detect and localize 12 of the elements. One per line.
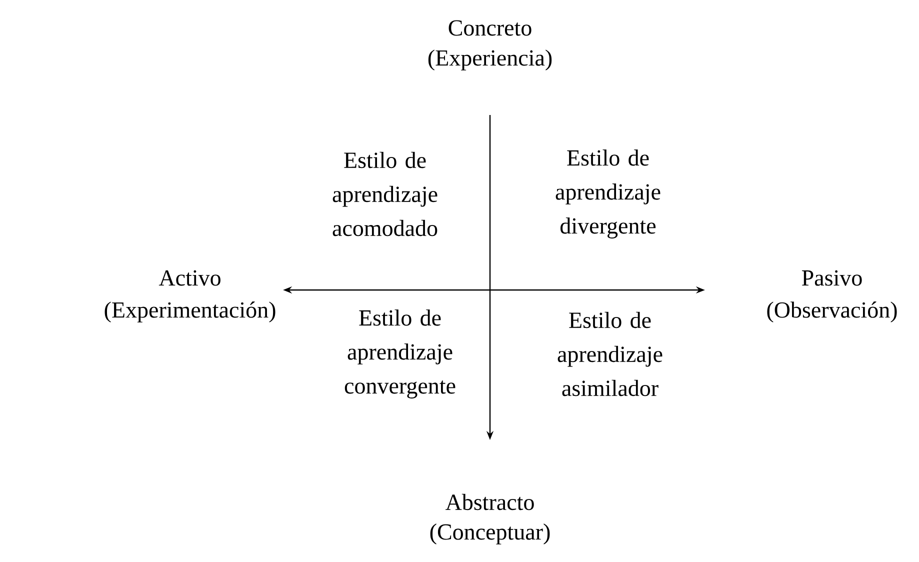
- axis-label: Concreto: [448, 20, 532, 36]
- axis-label: Pasivo: [802, 270, 862, 286]
- quadrant-label: Estilo de aprendizaje asimilador: [558, 312, 662, 396]
- axis-label: (Experiencia): [428, 50, 552, 70]
- axis-label: (Experimentación): [104, 302, 276, 322]
- axis-label: Activo: [158, 270, 220, 286]
- axis-label: Abstracto: [446, 494, 534, 510]
- axis-label: (Observación): [767, 302, 897, 322]
- quadrant-label: Estilo de aprendizaje convergente: [344, 310, 456, 398]
- quadrant-label: Estilo de aprendizaje acomodado: [332, 152, 438, 236]
- axis-label: (Conceptuar): [430, 524, 550, 544]
- quadrant-label: Estilo de aprendizaje divergente: [556, 150, 660, 238]
